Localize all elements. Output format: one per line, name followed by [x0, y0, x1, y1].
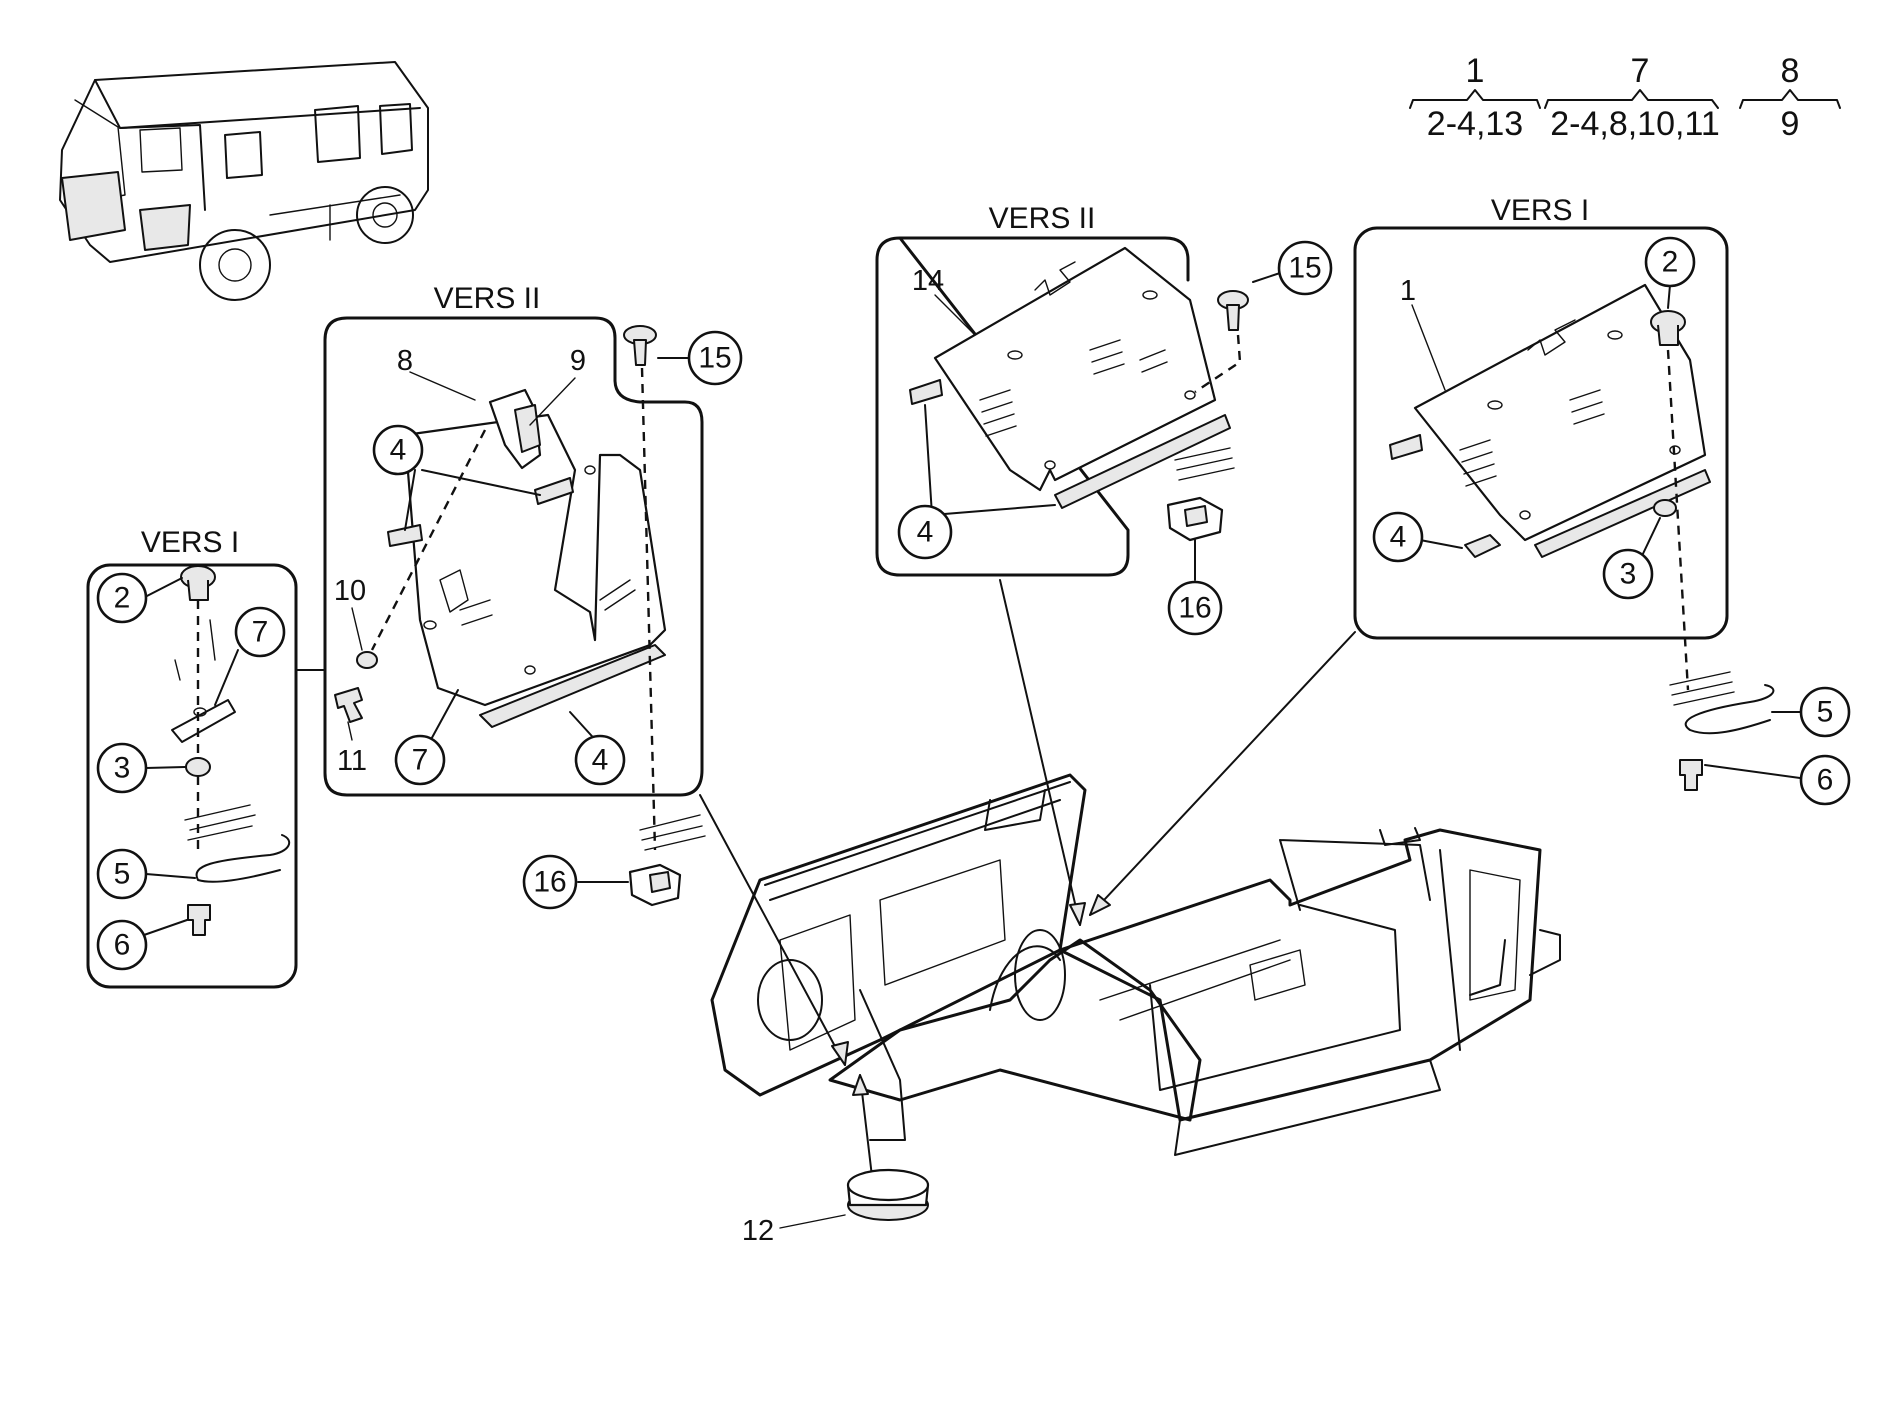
group-left-vers-i: VERS I 2 7 3 5 6: [86, 526, 326, 989]
callout-3: [1602, 548, 1654, 600]
fastener-column-left: 15 16: [522, 325, 743, 910]
callout-15: [687, 330, 743, 386]
legend: 1 2-4,13 7 2-4,8,10,11 8 9: [1409, 52, 1841, 143]
rubber-strip-part: [1054, 414, 1231, 509]
group-right-vers-i: VERS I 1 2 4 3: [1353, 194, 1729, 691]
callout-15: [1277, 240, 1333, 296]
callout-5-text: 5: [114, 858, 131, 891]
legend-brace-2: [1544, 89, 1719, 109]
callout-5-text: 5: [1817, 696, 1834, 729]
callout-2: [1644, 236, 1696, 288]
spring-clip-part: [1684, 684, 1775, 735]
label-10: 10: [334, 575, 366, 607]
callout-6: [1799, 754, 1851, 806]
callout-3-text: 3: [114, 752, 131, 785]
legend-children-3: 9: [1781, 105, 1800, 143]
arrow-right-vers-ii: [999, 579, 1081, 926]
mounting-plate-part: [403, 413, 667, 707]
rubber-strip-part: [1534, 469, 1711, 558]
washer-part: [356, 651, 378, 669]
fastener-column-middle: 15 16: [1166, 240, 1333, 636]
callout-3-text: 3: [1620, 558, 1637, 591]
group-left-vers-ii: VERS II 8 9 10 11 4: [323, 282, 704, 797]
callout-7-text: 7: [252, 616, 269, 649]
callout-7: [394, 734, 446, 786]
bolt-part: [1679, 759, 1703, 791]
group-label-left-vers-i: VERS I: [141, 526, 239, 559]
callout-4-text: 4: [390, 434, 407, 467]
seat-plate-part: [1413, 283, 1707, 542]
legend-children-1: 2-4,13: [1427, 105, 1523, 143]
legend-brace-3: [1739, 89, 1841, 109]
bracket-part: [171, 699, 236, 743]
rubber-strip-part: [479, 644, 666, 728]
callout-6-text: 6: [114, 929, 131, 962]
callout-4: [1372, 511, 1424, 563]
label-8: 8: [397, 345, 413, 377]
callout-3: [96, 742, 148, 794]
callout-2-text: 2: [1662, 246, 1679, 279]
callout-15-text: 15: [1288, 252, 1321, 285]
label-1: 1: [1400, 275, 1416, 307]
bolt-part: [334, 687, 363, 723]
callout-7: [234, 606, 286, 658]
group-frame-left-vers-i: [86, 563, 298, 989]
callout-2-text: 2: [114, 582, 131, 615]
label-9: 9: [570, 345, 586, 377]
legend-parent-1: 1: [1466, 52, 1485, 90]
callout-6: [96, 919, 148, 971]
callout-4-text: 4: [917, 516, 934, 549]
label-11: 11: [337, 745, 367, 777]
legend-parent-2: 7: [1631, 52, 1650, 90]
callout-4: [372, 424, 424, 476]
callout-16-text: 16: [533, 866, 566, 899]
group-frame-left-vers-ii: [323, 316, 704, 797]
bolt-part: [187, 904, 211, 936]
fastener-column-right: 5 6: [1669, 671, 1851, 806]
arrow-left-vers-ii: [699, 794, 846, 1066]
group-label-left-vers-ii: VERS II: [434, 282, 541, 315]
legend-brace-1: [1409, 89, 1541, 109]
callout-6-text: 6: [1817, 764, 1834, 797]
callout-4: [574, 734, 626, 786]
label-12: 12: [742, 1215, 774, 1247]
callout-16-text: 16: [1178, 592, 1211, 625]
label-14: 14: [912, 265, 944, 297]
washer-part: [1653, 499, 1677, 517]
group-label-right-vers-ii: VERS II: [989, 202, 1096, 235]
callout-15-text: 15: [698, 342, 731, 375]
group-label-right-vers-i: VERS I: [1491, 194, 1589, 227]
vehicle-illustration: [59, 61, 429, 301]
callout-4-text: 4: [592, 744, 609, 777]
spring-clip-part: [195, 834, 291, 883]
callout-5: [1799, 686, 1851, 738]
callout-4: [897, 504, 953, 560]
small-clip-part: [1464, 534, 1501, 558]
arrow-right-vers-i: [1089, 631, 1356, 916]
plug-group: 12: [742, 1168, 930, 1247]
legend-children-2: 2-4,8,10,11: [1550, 105, 1720, 143]
callout-16: [1167, 580, 1223, 636]
cover-insert-part: [514, 404, 541, 453]
callout-4-text: 4: [1390, 521, 1407, 554]
group-frame-right-vers-ii: [875, 236, 1190, 577]
callout-7-text: 7: [412, 744, 429, 777]
callout-5: [96, 848, 148, 900]
group-frame-right-vers-i: [1353, 226, 1729, 640]
washer-part: [185, 757, 211, 777]
vehicle-body-shell: [699, 579, 1561, 1186]
legend-parent-3: 8: [1781, 52, 1800, 90]
callout-16: [522, 854, 578, 910]
group-right-vers-ii: VERS II 14 4: [875, 202, 1231, 577]
callout-2: [96, 572, 148, 624]
